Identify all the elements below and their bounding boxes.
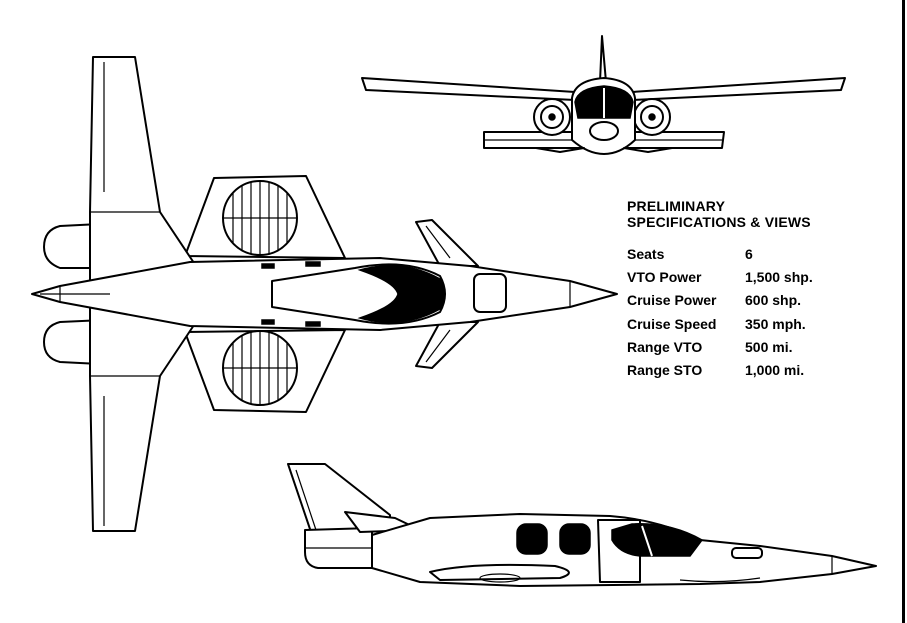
front-right-fan-icon xyxy=(633,98,671,136)
front-fin xyxy=(599,35,607,83)
frame-border xyxy=(902,0,905,623)
spec-label: Range VTO xyxy=(627,338,703,355)
lower-lift-fan-icon xyxy=(222,330,298,406)
spec-label: Cruise Power xyxy=(627,292,717,309)
front-left-wing xyxy=(361,77,576,101)
spec-value: 600 shp. xyxy=(745,292,802,309)
specs-table: Seats 6 VTO Power 1,500 shp. Cruise Powe… xyxy=(627,242,813,382)
spec-row: Cruise Speed 350 mph. xyxy=(627,312,813,335)
spec-value: 350 mph. xyxy=(745,315,806,332)
specs-title-line2: SPECIFICATIONS & VIEWS xyxy=(627,214,811,230)
side-window-1 xyxy=(516,523,548,555)
spec-label: Seats xyxy=(627,245,665,262)
fuselage-plan xyxy=(31,257,618,331)
top-view xyxy=(31,56,618,532)
lower-engine-pod xyxy=(43,319,105,365)
side-cockpit-glazing xyxy=(611,523,704,557)
spec-label: Range STO xyxy=(627,362,703,379)
upper-canard xyxy=(415,219,479,267)
side-window-2 xyxy=(559,523,591,555)
front-left-fan-icon xyxy=(533,98,571,136)
specifications-panel: PRELIMINARY SPECIFICATIONS & VIEWS Seats… xyxy=(627,198,813,382)
specs-title-line1: PRELIMINARY xyxy=(627,198,726,214)
spec-row: Range STO 1,000 mi. xyxy=(627,358,813,381)
front-right-wing xyxy=(631,77,846,101)
spec-row: Cruise Power 600 shp. xyxy=(627,289,813,312)
spec-row: Seats 6 xyxy=(627,242,813,265)
lower-wing xyxy=(89,293,201,532)
spec-row: VTO Power 1,500 shp. xyxy=(627,265,813,288)
spec-label: Cruise Speed xyxy=(627,315,717,332)
upper-wing xyxy=(89,56,201,297)
spec-value: 1,000 mi. xyxy=(745,362,805,379)
front-view xyxy=(361,35,846,155)
spec-value: 6 xyxy=(745,245,753,262)
side-view xyxy=(287,463,877,587)
spec-label: VTO Power xyxy=(627,268,702,285)
spec-value: 1,500 shp. xyxy=(745,268,813,285)
spec-value: 500 mi. xyxy=(745,338,793,355)
spec-row: Range VTO 500 mi. xyxy=(627,335,813,358)
lower-canard xyxy=(415,321,479,369)
canopy-glazing xyxy=(357,264,445,324)
upper-lift-fan-icon xyxy=(222,180,298,256)
